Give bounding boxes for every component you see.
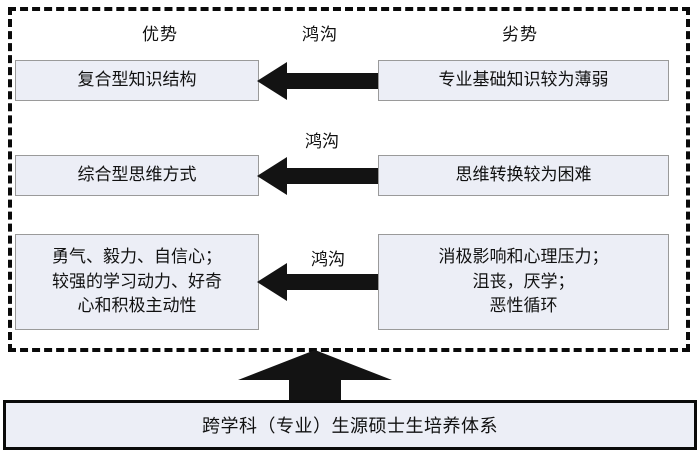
training-system-box: 跨学科（专业）生源硕士生培养体系 <box>3 400 697 450</box>
strength-box-row-2: 综合型思维方式 <box>15 155 259 196</box>
weakness-box-row-2-line-1: 思维转换较为困难 <box>455 165 592 185</box>
strength-box-row-1: 复合型知识结构 <box>15 60 259 101</box>
column-header-strength: 优势 <box>142 25 178 44</box>
weakness-box-row-3: 消极影响和心理压力； 沮丧，厌学； 恶性循环 <box>378 234 669 330</box>
gap-arrow-row-3 <box>257 262 381 302</box>
strength-box-row-2-line-1: 综合型思维方式 <box>77 165 197 185</box>
strength-box-row-3: 勇气、毅力、自信心； 较强的学习动力、好奇 心和积极主动性 <box>15 234 259 330</box>
strength-box-row-3-line-1: 勇气、毅力、自信心； <box>52 247 222 267</box>
column-header-gap: 鸿沟 <box>302 25 338 44</box>
strength-box-row-3-line-2: 较强的学习动力、好奇 <box>52 271 222 291</box>
weakness-box-row-1-line-1: 专业基础知识较为薄弱 <box>438 70 609 90</box>
weakness-box-row-3-line-3: 恶性循环 <box>489 296 558 316</box>
strength-box-row-3-line-3: 心和积极主动性 <box>77 296 197 316</box>
column-header-weakness: 劣势 <box>502 25 538 44</box>
gap-arrow-row-2 <box>257 156 381 196</box>
strength-box-row-1-line-1: 复合型知识结构 <box>77 70 197 90</box>
dashed-frame-border <box>8 7 690 352</box>
weakness-box-row-1: 专业基础知识较为薄弱 <box>378 60 669 101</box>
gap-arrow-row-1 <box>257 61 381 101</box>
weakness-box-row-3-line-1: 消极影响和心理压力； <box>438 247 609 267</box>
training-system-up-arrow <box>238 350 392 402</box>
weakness-box-row-3-line-2: 沮丧，厌学； <box>472 271 575 291</box>
gap-label-row-2: 鸿沟 <box>305 132 339 151</box>
weakness-box-row-2: 思维转换较为困难 <box>378 155 669 196</box>
gap-label-row-3: 鸿沟 <box>311 250 345 269</box>
training-system-label: 跨学科（专业）生源硕士生培养体系 <box>202 416 498 436</box>
